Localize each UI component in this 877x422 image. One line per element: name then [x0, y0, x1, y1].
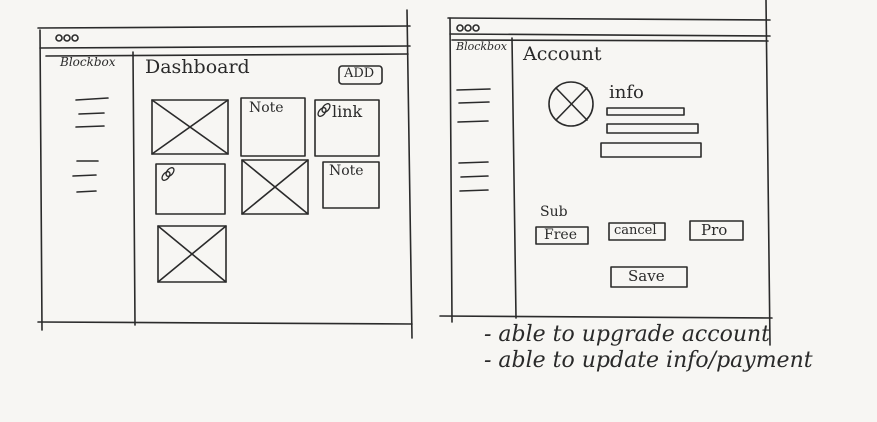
- tile-link-2: [155, 163, 226, 215]
- sub-label: Sub: [540, 204, 568, 220]
- dashboard-window-frame: [37, 9, 413, 339]
- dashboard-title: Dashboard: [145, 56, 250, 78]
- chain-link-icon: [317, 103, 331, 117]
- tile-image-1: [151, 99, 229, 155]
- plan-free-button[interactable]: Free: [544, 227, 577, 243]
- tile-note-2-label: Note: [329, 163, 364, 179]
- add-button-outline: [338, 65, 383, 85]
- tile-note-1: [240, 97, 306, 157]
- note-upgrade-account: - able to upgrade account: [484, 322, 770, 347]
- account-window-frame: [439, 0, 773, 346]
- tile-note-1-label: Note: [249, 100, 284, 116]
- save-button-outline: [610, 266, 688, 288]
- info-label: info: [609, 82, 644, 103]
- tile-image-2: [241, 159, 309, 215]
- dashboard-logo: Blockbox: [60, 55, 116, 69]
- info-fields: [600, 107, 702, 158]
- plan-cancel-button[interactable]: cancel: [614, 223, 657, 238]
- plan-cancel-outline: [608, 222, 666, 241]
- account-logo: Blockbox: [456, 40, 507, 53]
- tile-note-2: [322, 161, 380, 209]
- save-button[interactable]: Save: [628, 267, 665, 285]
- plan-pro-button[interactable]: Pro: [701, 221, 728, 239]
- chain-link-icon-2: [161, 167, 175, 181]
- account-title: Account: [523, 43, 602, 65]
- note-update-info: - able to update info/payment: [484, 348, 813, 373]
- tile-link: [314, 99, 380, 157]
- tile-link-label: link: [332, 102, 363, 121]
- add-button[interactable]: ADD: [344, 66, 375, 81]
- plan-pro-outline: [689, 220, 744, 241]
- avatar-placeholder: [548, 81, 594, 127]
- tile-image-3: [157, 225, 227, 283]
- plan-free-outline: [535, 226, 589, 245]
